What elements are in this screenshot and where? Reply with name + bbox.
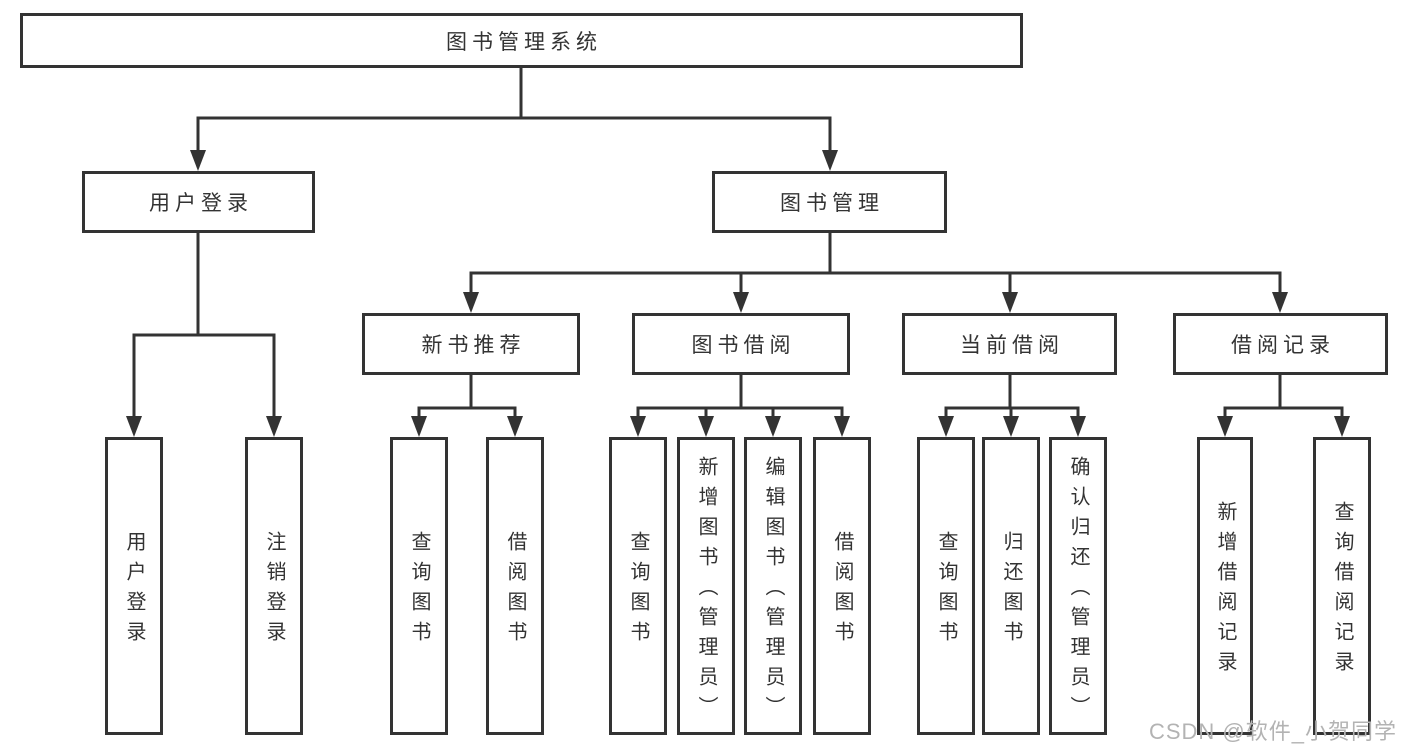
- node-book-management: 图书管理: [712, 171, 947, 233]
- node-new-book-recommend: 新书推荐: [362, 313, 580, 375]
- node-query-book-recommend: 查询图书: [390, 437, 448, 735]
- node-return-book: 归还图书: [982, 437, 1040, 735]
- node-borrow-records: 借阅记录: [1173, 313, 1388, 375]
- node-query-book-borrow: 查询图书: [609, 437, 667, 735]
- node-book-borrow: 图书借阅: [632, 313, 850, 375]
- node-logout: 注销登录: [245, 437, 303, 735]
- node-root: 图书管理系统: [20, 13, 1023, 68]
- node-borrow-book-recommend: 借阅图书: [486, 437, 544, 735]
- node-add-borrow-record: 新增借阅记录: [1197, 437, 1253, 735]
- node-query-borrow-record: 查询借阅记录: [1313, 437, 1371, 735]
- node-borrow-book: 借阅图书: [813, 437, 871, 735]
- node-user-login: 用户登录: [82, 171, 315, 233]
- node-add-book-admin: 新增图书（管理员）: [677, 437, 735, 735]
- node-edit-book-admin: 编辑图书（管理员）: [744, 437, 802, 735]
- node-confirm-return-admin: 确认归还（管理员）: [1049, 437, 1107, 735]
- watermark: CSDN @软件_小贺同学: [1148, 719, 1397, 744]
- node-query-book-current: 查询图书: [917, 437, 975, 735]
- node-login: 用户登录: [105, 437, 163, 735]
- node-current-borrow: 当前借阅: [902, 313, 1117, 375]
